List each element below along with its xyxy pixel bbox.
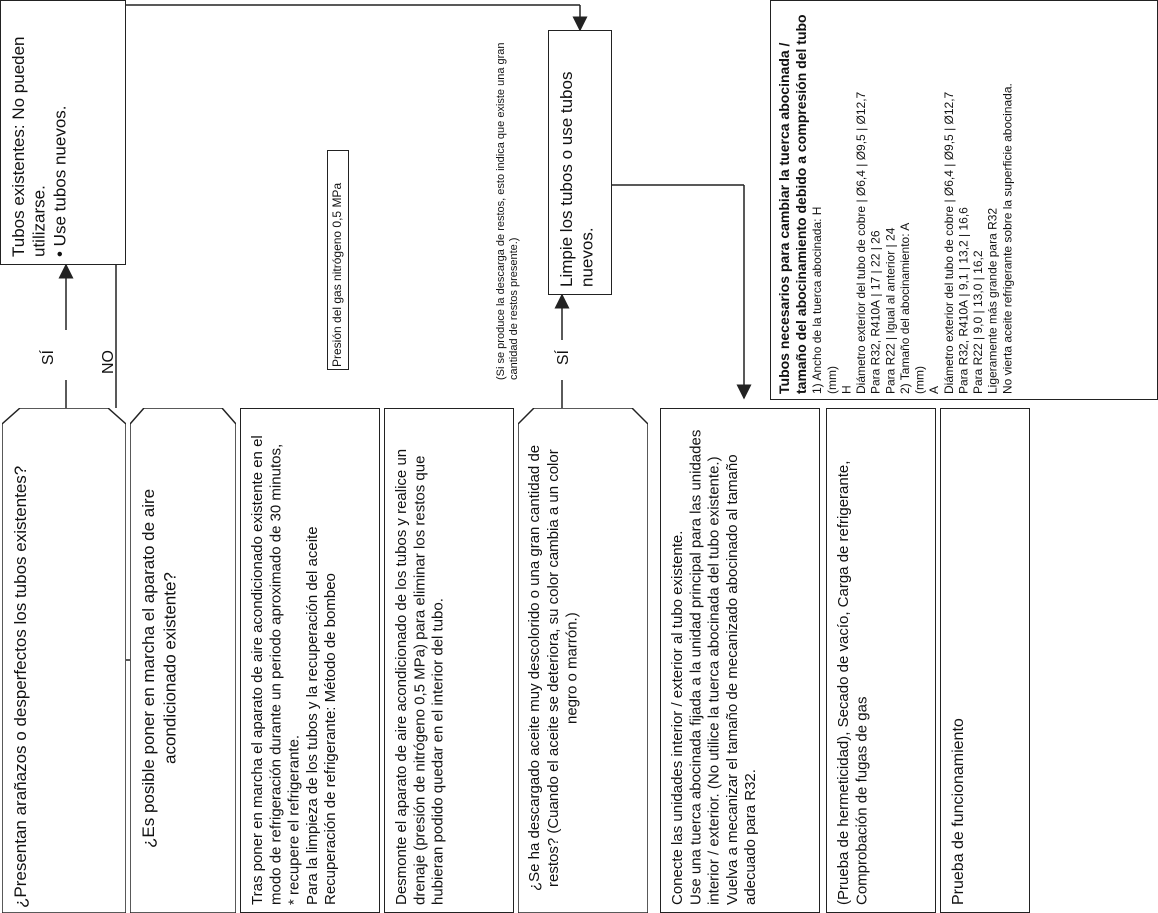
question-scratches-label: ¿Presentan arañazos o desperfectos los t… [11, 465, 30, 908]
info-panel: Tubos necesarios para cambiar la tuerca … [770, 0, 1158, 400]
existing-tubes-title: Tubos existentes: No pueden utilizarse. [9, 36, 49, 257]
test-run-box: Prueba de funcionamiento [940, 408, 1030, 913]
s2-header: Diámetro exterior del tubo de cobre | Ø6… [941, 91, 956, 394]
s2-row2: Para R22 | 9,0 | 13,0 | 16,2 [971, 250, 986, 395]
no-label-1: NO [100, 350, 117, 374]
s1-unit: (mm) [824, 366, 839, 394]
connect-title: Conecte las unidades interior / exterior… [669, 530, 686, 905]
question-can-run-label: ¿Es posible poner en marcha el aparato d… [139, 488, 180, 848]
question-oil-label: ¿Se ha descargado aceite muy descolorido… [526, 444, 581, 892]
clean-box: Limpie los tubos o use tubos nuevos. [548, 30, 612, 295]
airtight-text: (Prueba de hermeticidad), Secado de vací… [835, 460, 871, 905]
yes-label-3: SÍ [555, 350, 572, 366]
question-can-run-diamond: ¿Es posible poner en marcha el aparato d… [130, 408, 236, 913]
connect-b1: Use una tuerca abocinada fijada a la uni… [687, 429, 723, 905]
existing-tubes-bullet: • Use tubos nuevos. [50, 105, 70, 258]
s1-heading: 1) Ancho de la tuerca abocinada: H [810, 206, 825, 394]
existing-tubes-box: Tubos existentes: No pueden utilizarse. … [0, 0, 126, 265]
nitrogen-label: Presión del gas nitrógeno 0,5 MPa [327, 150, 349, 370]
remove-box: Desmonte el aparato de aire acondicionad… [384, 408, 514, 913]
s1-row2: Para R22 | Igual al anterior | 24 [883, 227, 898, 394]
recover-box: Tras poner en marcha el aparato de aire … [240, 408, 380, 913]
info-footer: No vierta aceite refrigerante sobre la s… [1000, 83, 1015, 394]
s1-dim: H [839, 385, 854, 394]
airtight-box: (Prueba de hermeticidad), Secado de vací… [826, 408, 936, 913]
recover-text-2: Para la limpieza de los tubos y la recup… [303, 526, 321, 905]
s1-row1: Para R32, R410A | 17 | 22 | 26 [868, 230, 883, 394]
recover-text-1: Tras poner en marcha el aparato de aire … [249, 435, 285, 905]
connect-b2: Vuelva a mecanizar el tamaño de mecaniza… [723, 454, 760, 905]
s2-unit: (mm) [912, 366, 927, 394]
clean-text: Limpie los tubos o use tubos nuevos. [557, 71, 597, 287]
s2-footnote: Ligeramente más grande para R32 [985, 207, 1000, 394]
question-oil-diamond: ¿Se ha descargado aceite muy descolorido… [518, 408, 648, 913]
test-run-text: Prueba de funcionamiento [950, 718, 967, 905]
recover-sub: Recuperación de refrigerante: Método de … [322, 573, 340, 905]
remove-text: Desmonte el aparato de aire acondicionad… [393, 448, 447, 905]
connect-box: Conecte las unidades interior / exterior… [660, 408, 820, 913]
discharge-note: (Si se produce la descarga de restos, es… [495, 42, 521, 380]
info-title: Tubos necesarios para cambiar la tuerca … [776, 14, 810, 394]
s2-dim: A [927, 385, 942, 394]
question-scratches-diamond: ¿Presentan arañazos o desperfectos los t… [2, 408, 126, 913]
s2-heading: 2) Tamaño del abocinamiento: A [897, 222, 912, 394]
s2-row1: Para R32, R410A | 9,1 | 13,2 | 16,6 [956, 207, 971, 394]
s1-header: Diámetro exterior del tubo de cobre | Ø6… [854, 91, 869, 394]
recover-note: * recupere el refrigerante. [285, 734, 303, 905]
yes-label-1: SÍ [40, 350, 57, 366]
